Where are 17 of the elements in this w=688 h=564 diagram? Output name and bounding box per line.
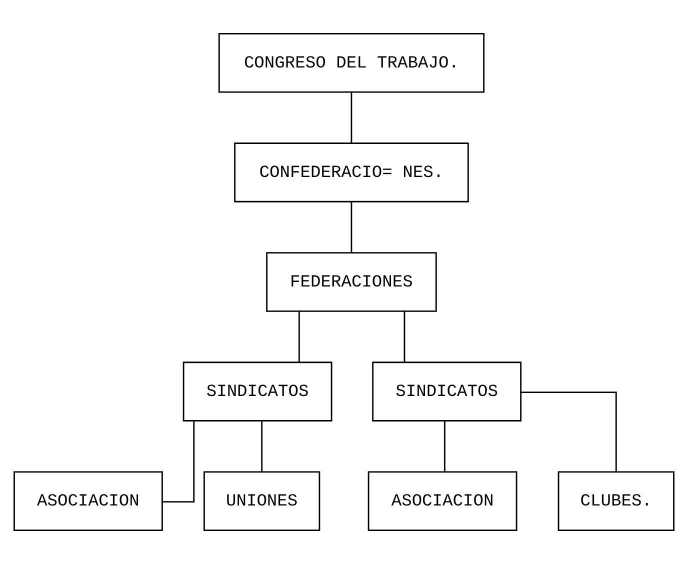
node-box: ASOCIACION bbox=[14, 471, 163, 532]
node-box: CONFEDERACIO= NES. bbox=[234, 142, 469, 202]
connector bbox=[444, 420, 446, 472]
connector bbox=[298, 311, 300, 362]
node-box: UNIONES bbox=[203, 471, 320, 532]
connector bbox=[350, 92, 352, 143]
connector bbox=[350, 202, 352, 253]
node-box: FEDERACIONES bbox=[266, 252, 437, 312]
connector bbox=[404, 311, 406, 362]
connector bbox=[521, 392, 617, 472]
connector bbox=[162, 421, 195, 503]
node-box: SINDICATOS bbox=[182, 362, 332, 422]
node-box: ASOCIACION bbox=[368, 471, 518, 532]
node-box: CONGRESO DEL TRABAJO. bbox=[218, 32, 485, 93]
node-box: CLUBES. bbox=[558, 471, 674, 532]
connector bbox=[261, 420, 263, 472]
node-box: SINDICATOS bbox=[372, 362, 522, 422]
